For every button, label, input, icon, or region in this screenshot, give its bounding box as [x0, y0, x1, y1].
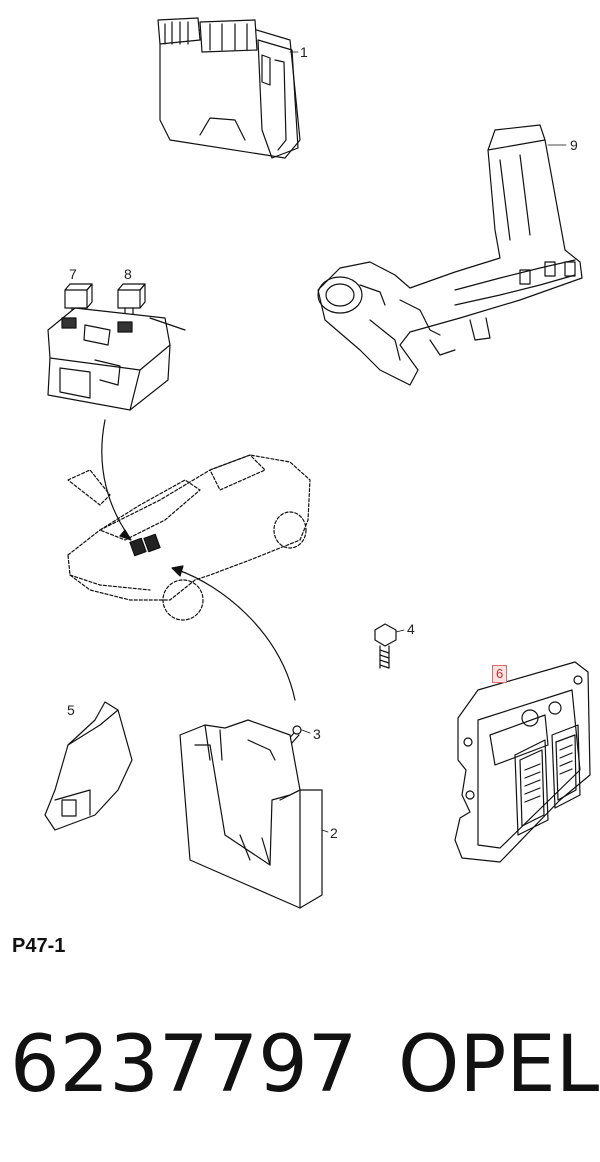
control-module-part-1	[158, 18, 300, 158]
arrow-bracket-to-car	[178, 570, 295, 700]
callout-3: 3	[313, 726, 321, 742]
callout-6-highlighted[interactable]: 6	[492, 665, 508, 683]
car-illustration	[68, 455, 310, 620]
part-number: 6237797	[10, 1020, 358, 1110]
fuse-box	[48, 308, 185, 410]
ecu-part-6	[455, 662, 590, 862]
callout-8: 8	[124, 266, 132, 282]
callout-4: 4	[407, 621, 415, 637]
callout-7: 7	[69, 266, 77, 282]
diagram-code: P47-1	[12, 935, 66, 957]
callout-5: 5	[67, 702, 75, 718]
arrow-fusebox-to-car	[102, 420, 130, 538]
brand-name: OPEL	[398, 1020, 600, 1110]
cover-part-5	[45, 702, 132, 830]
bolt-part-4	[375, 624, 396, 668]
callout-2: 2	[330, 825, 338, 841]
relay-part-8	[118, 284, 145, 314]
callout-9: 9	[570, 137, 578, 153]
callout-1: 1	[300, 44, 308, 60]
wiring-bracket-part-9	[318, 125, 582, 385]
bracket-part-2	[180, 720, 322, 908]
